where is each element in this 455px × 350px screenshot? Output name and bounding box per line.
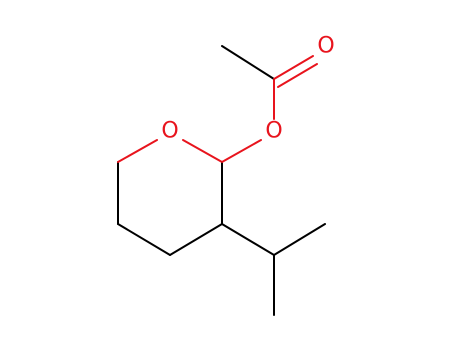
bond-c6-ringO [117,139,158,163]
bond-ringO-c2 [182,139,223,163]
bond-c3-isopropylC [221,223,275,256]
bond-layer [117,45,326,316]
bond-carbonyl-double-1 [273,55,314,80]
ester-oxygen-label: O [265,119,282,144]
bond-c4-c5 [117,223,171,256]
bond-carbonyl-double-2 [277,63,318,88]
atom-label-layer: O O O [161,34,334,144]
bond-c2-esterO [221,139,262,163]
carbonyl-oxygen-label: O [317,34,334,59]
ring-oxygen-label: O [161,119,178,144]
bond-c3-c4 [169,223,223,256]
bond-isopropyl-methyl-a [273,223,326,256]
bond-carbonylC-methyl [221,45,275,80]
